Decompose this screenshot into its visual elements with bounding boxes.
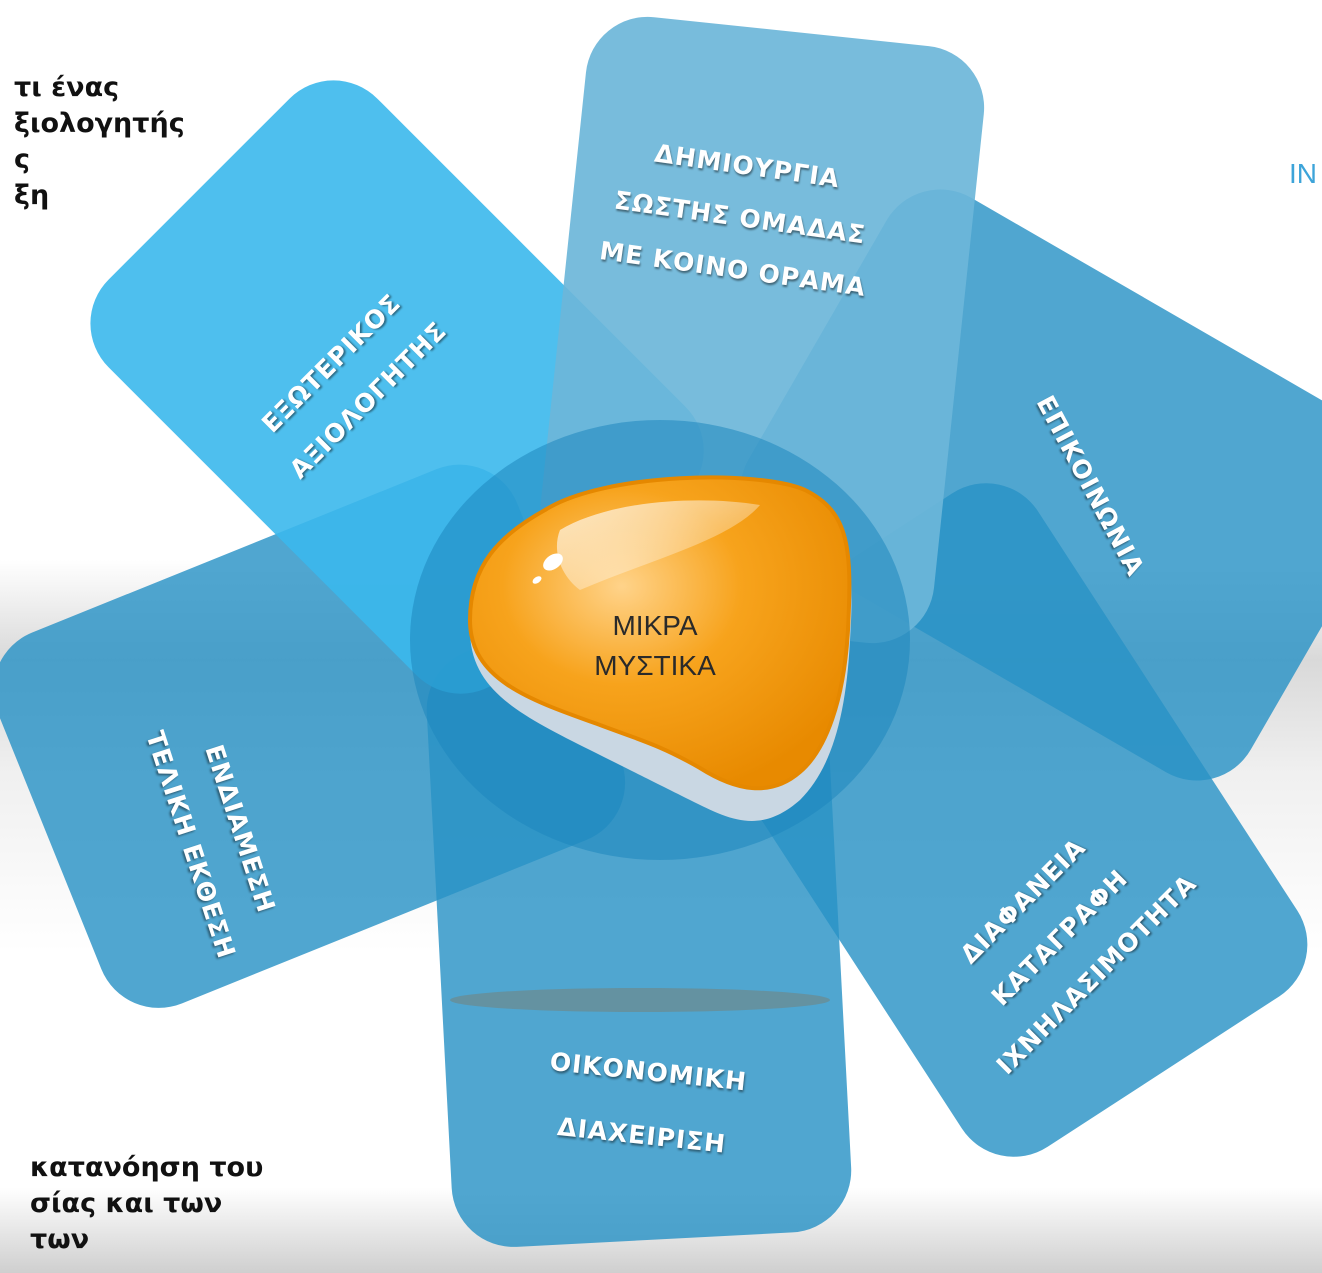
left-top-text: τι ένας ξιολογητής ς ξη bbox=[14, 72, 185, 211]
right-top-text: IN bbox=[1289, 158, 1317, 189]
left-bottom-text: κατανόηση του σίας και των των bbox=[30, 1152, 264, 1255]
bottom-shadow bbox=[450, 988, 830, 1012]
center-droplet bbox=[467, 475, 852, 821]
center-label: ΜΙΚΡΑ ΜΥΣΤΙΚΑ bbox=[594, 610, 716, 681]
